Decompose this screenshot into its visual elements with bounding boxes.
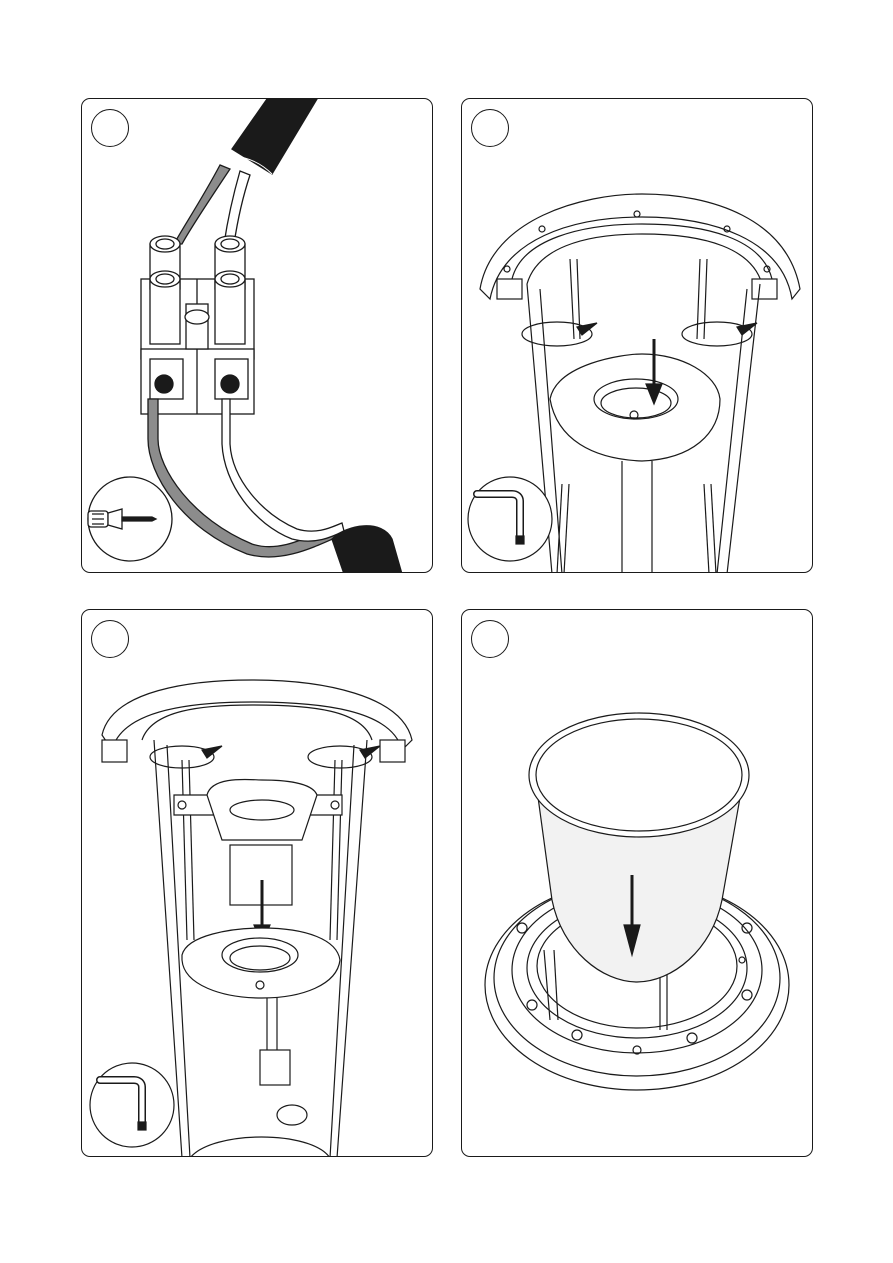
- wiring-illustration: [82, 99, 433, 573]
- step-panel-1: [81, 98, 433, 573]
- step-panel-3: [81, 609, 433, 1157]
- allen-key-tool-circle: [90, 1063, 174, 1147]
- step-number-circle: [471, 620, 509, 658]
- white-wire-bottom: [222, 399, 344, 541]
- plate-removal-illustration: [462, 99, 813, 573]
- white-wire-top: [224, 171, 250, 244]
- step-number-circle: [471, 109, 509, 147]
- cable-top: [232, 99, 317, 174]
- lamp-holder: [207, 779, 317, 840]
- step-number-circle: [91, 620, 129, 658]
- top-flange: [102, 680, 412, 750]
- step-panel-2: [461, 98, 813, 573]
- diffuser-illustration: [462, 610, 813, 1157]
- terminal-block: [260, 1050, 290, 1085]
- grey-wire-top: [174, 165, 230, 244]
- step-number-circle: [91, 109, 129, 147]
- lamp-holder-illustration: [82, 610, 433, 1157]
- cable-bottom: [332, 526, 402, 573]
- diffuser-rim: [529, 713, 749, 837]
- allen-key-tool-circle: [468, 477, 552, 561]
- step-panel-4: [461, 609, 813, 1157]
